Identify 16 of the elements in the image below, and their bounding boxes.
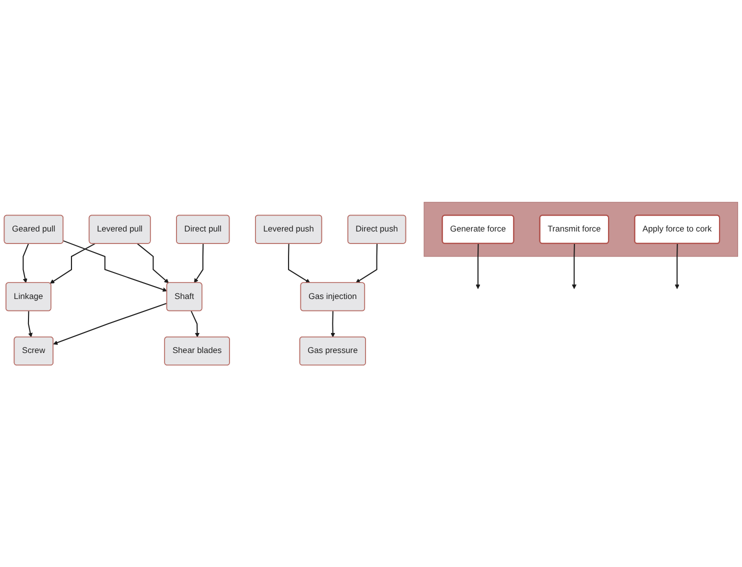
- arrow: [53, 302, 168, 345]
- arrow: [190, 310, 200, 338]
- arrow: [330, 310, 336, 338]
- arrow: [137, 243, 169, 284]
- arrow: [476, 244, 480, 289]
- arrow: [63, 240, 168, 292]
- arrow: [288, 244, 310, 283]
- arrow: [28, 310, 33, 338]
- flowchart: Geared pull Levered pull Direct pull Levered push Direct push Generate force Transmit force Apply force to cork Linkage Shaft Gas injection Screw Shear blades Gas pressure: [0, 198, 742, 370]
- arrow: [22, 243, 29, 283]
- arrow: [572, 244, 576, 289]
- arrow: [194, 244, 204, 283]
- arrow: [50, 243, 96, 284]
- arrow: [674, 244, 680, 289]
- cluster: [424, 202, 738, 257]
- arrow: [356, 244, 378, 283]
